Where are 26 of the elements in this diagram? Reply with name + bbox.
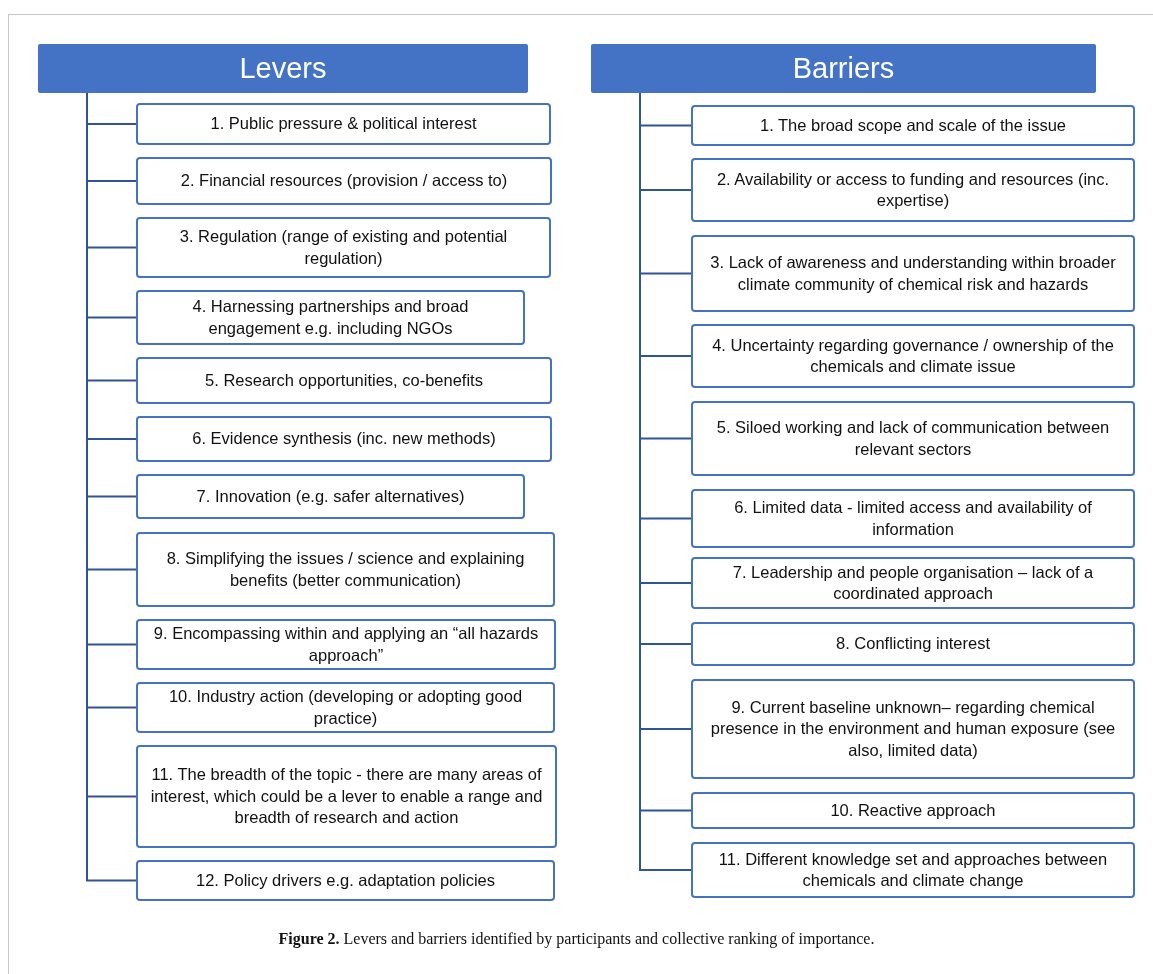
figure-caption: Figure 2. Levers and barriers identified by participants and collective ranking of importance. [278, 930, 875, 947]
list-item-box: 9. Encompassing within and applying an “all hazards approach” [136, 619, 556, 670]
header-banner: Levers [38, 44, 528, 93]
list-item-box: 4. Harnessing partnerships and broad engagement e.g. including NGOs [136, 290, 525, 345]
list-item-box: 1. The broad scope and scale of the issue [691, 105, 1135, 146]
list-item-box: 3. Regulation (range of existing and potential regulation) [136, 217, 551, 278]
header-banner: Barriers [591, 44, 1096, 93]
list-item-box: 11. The breadth of the topic - there are many areas of interest, which could be a lever to enable a range and breadth of research and action [136, 745, 557, 848]
list-item-box: 5. Research opportunities, co-benefits [136, 357, 552, 404]
list-item-box: 11. Different knowledge set and approaches between chemicals and climate change [691, 842, 1135, 898]
list-item-box: 9. Current baseline unknown– regarding chemical presence in the environment and human exposure (see also, limited data) [691, 679, 1135, 779]
list-item-box: 5. Siloed working and lack of communication between relevant sectors [691, 401, 1135, 476]
list-item-box: 2. Financial resources (provision / access to) [136, 157, 552, 205]
list-item-box: 10. Reactive approach [691, 792, 1135, 829]
list-item-box: 3. Lack of awareness and understanding within broader climate community of chemical risk and hazards [691, 235, 1135, 312]
list-item-box: 1. Public pressure & political interest [136, 103, 551, 145]
list-item-box: 10. Industry action (developing or adopting good practice) [136, 682, 555, 733]
list-item-box: 8. Simplifying the issues / science and explaining benefits (better communication) [136, 532, 555, 607]
list-item-box: 7. Innovation (e.g. safer alternatives) [136, 474, 525, 519]
list-item-box: 2. Availability or access to funding and resources (inc. expertise) [691, 158, 1135, 222]
list-item-box: 6. Evidence synthesis (inc. new methods) [136, 416, 552, 462]
list-item-box: 6. Limited data - limited access and availability of information [691, 489, 1135, 548]
list-item-box: 7. Leadership and people organisation – lack of a coordinated approach [691, 557, 1135, 609]
list-item-box: 4. Uncertainty regarding governance / ownership of the chemicals and climate issue [691, 324, 1135, 388]
list-item-box: 12. Policy drivers e.g. adaptation policies [136, 860, 555, 901]
list-item-box: 8. Conflicting interest [691, 622, 1135, 666]
